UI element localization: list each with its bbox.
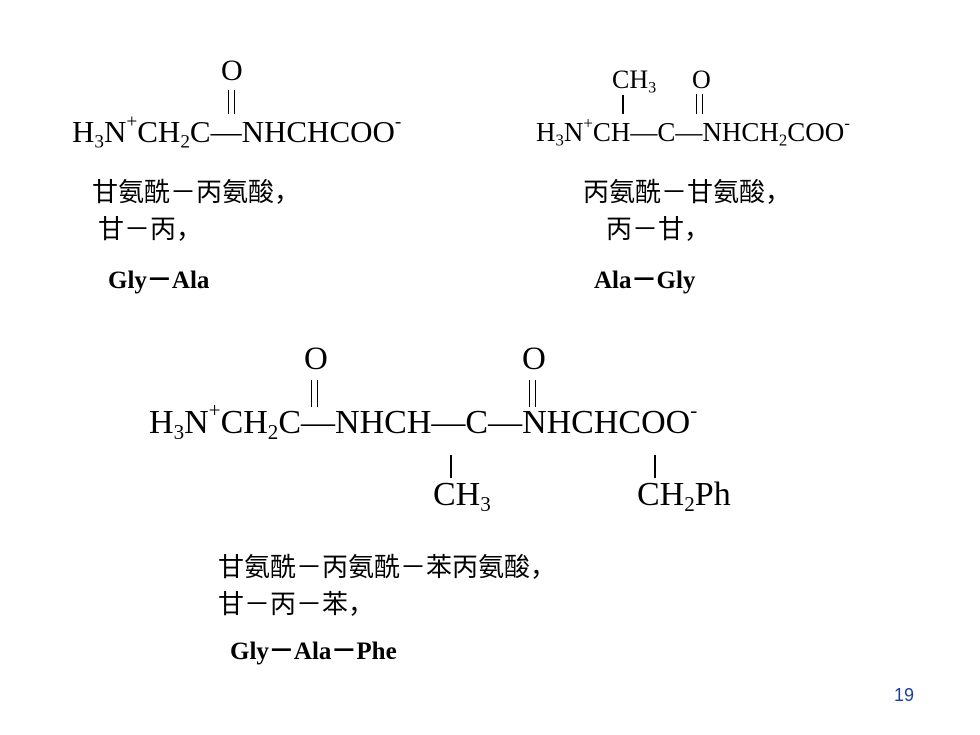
double-bond bbox=[696, 94, 703, 114]
structural-formula: H3N+CH—C—NHCH2COO- bbox=[536, 113, 850, 150]
structural-formula: H3N+CH2C—NHCH—C—NHCHCOO- bbox=[149, 398, 698, 444]
short-name: 甘－丙， bbox=[98, 215, 203, 245]
full-name: 甘氨酰－丙氨酰－苯丙氨酸， bbox=[218, 553, 557, 583]
page-number: 19 bbox=[893, 685, 914, 705]
methyl-group: CH3 bbox=[612, 65, 657, 97]
carbonyl-oxygen: O bbox=[221, 54, 243, 87]
full-name: 甘氨酰－丙氨酸， bbox=[92, 178, 301, 208]
full-name: 丙氨酰－甘氨酸， bbox=[583, 178, 792, 208]
side-chain-benzyl: CH2Ph bbox=[637, 476, 731, 516]
abbreviation: Gly－Ala－Phe bbox=[230, 638, 397, 665]
carbonyl-oxygen-2: O bbox=[522, 341, 546, 377]
carbonyl-oxygen-1: O bbox=[304, 341, 328, 377]
side-chain-methyl: CH3 bbox=[433, 476, 491, 516]
abbreviation: Ala－Gly bbox=[594, 267, 696, 294]
structural-formula: H3N+CH2C—NHCHCOO- bbox=[72, 111, 402, 153]
single-bond-2 bbox=[654, 455, 656, 478]
carbonyl-oxygen: O bbox=[692, 65, 711, 94]
double-bond bbox=[228, 90, 235, 114]
double-bond-1 bbox=[311, 380, 318, 407]
short-name: 甘－丙－苯， bbox=[218, 590, 375, 620]
double-bond-2 bbox=[529, 380, 536, 407]
abbreviation: Gly－Ala bbox=[108, 267, 210, 294]
single-bond bbox=[622, 95, 624, 114]
single-bond-1 bbox=[450, 455, 452, 478]
short-name: 丙－甘， bbox=[606, 215, 711, 245]
